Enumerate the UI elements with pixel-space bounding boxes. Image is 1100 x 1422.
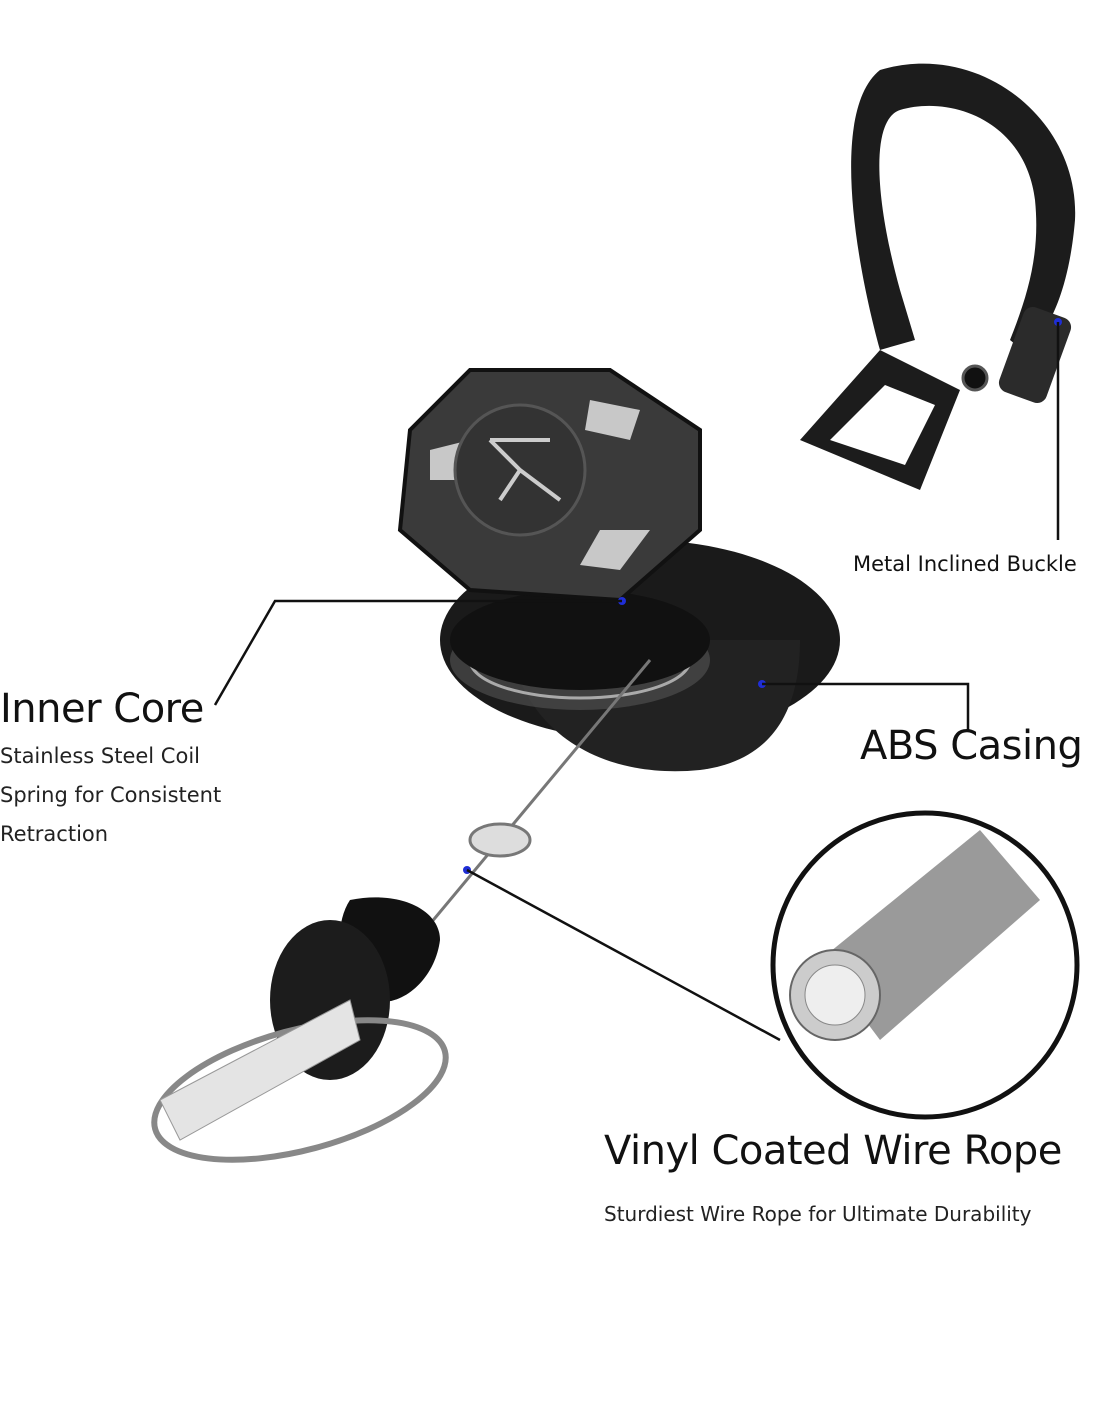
- inner-core-title: Inner Core: [0, 686, 204, 732]
- inner-core-line: Spring for Consistent: [0, 783, 222, 807]
- wire-rope-subtitle: Sturdiest Wire Rope for Ultimate Durabil…: [604, 1202, 1032, 1226]
- carabiner-buckle: [800, 63, 1076, 490]
- buckle-label: Metal Inclined Buckle: [853, 552, 1077, 576]
- badge-reel: [397, 368, 840, 772]
- leader-lines: [213, 322, 1060, 1042]
- abs-casing-title: ABS Casing: [860, 723, 1083, 769]
- inner-core-line: Stainless Steel Coil: [0, 744, 200, 768]
- wire-rope-closeup: [770, 810, 1080, 1120]
- inner-core-description: Stainless Steel Coil Spring for Consiste…: [0, 737, 221, 854]
- wire-and-clip: [151, 659, 652, 1163]
- inner-core-line: Retraction: [0, 822, 109, 846]
- wire-rope-title: Vinyl Coated Wire Rope: [604, 1128, 1062, 1174]
